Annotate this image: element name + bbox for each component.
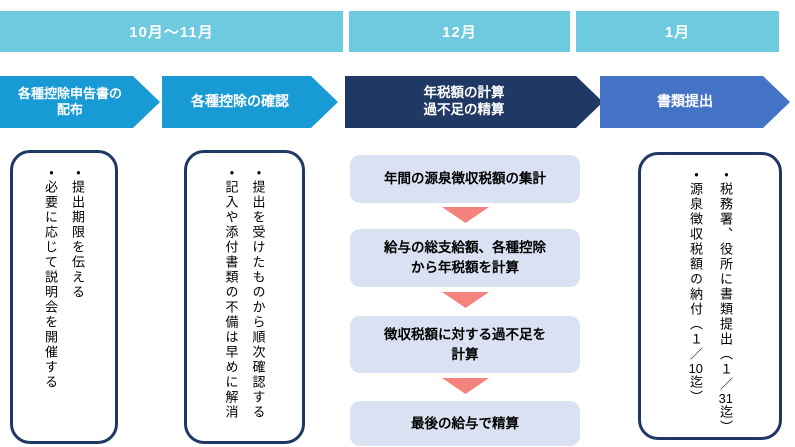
- process-step-calculate-over-under: 徴収税額に対する過不足を 計算: [350, 316, 580, 373]
- note-line: ・提出を受けたものから順次確認する: [250, 165, 266, 420]
- down-arrow-icon: [442, 378, 489, 394]
- step-arrow-document-submission: 書類提出: [600, 76, 790, 128]
- note-line-number: 10: [688, 362, 703, 375]
- process-step-aggregate-withholding: 年間の源泉徴収税額の集計: [350, 155, 580, 203]
- note-line-text: ・税務署、役所に書類提出（１／: [718, 167, 733, 392]
- note-text: ・提出期限を伝える ・必要に応じて説明会を開催する: [37, 165, 91, 441]
- note-text: ・提出を受けたものから順次確認する ・記入や添付書類の不備は早めに解消: [218, 165, 272, 441]
- note-line-number: 31: [718, 392, 733, 405]
- step-arrow-tax-calculation: 年税額の計算 過不足の精算: [345, 76, 603, 128]
- note-line-text: ・源泉徴収税額の納付（１／: [688, 167, 703, 362]
- note-text: ・税務署、役所に書類提出（１／31迄） ・源泉徴収税額の納付（１／10迄）: [680, 167, 740, 437]
- down-arrow-icon: [442, 292, 489, 308]
- down-arrow-icon: [442, 207, 489, 223]
- process-step-calculate-annual-tax: 給与の総支給額、各種控除 から年税額を計算: [350, 229, 580, 287]
- note-line: ・提出期限を伝える: [70, 165, 85, 300]
- step-arrow-deduction-confirmation: 各種控除の確認: [162, 76, 338, 128]
- timeline-header-jan: 1月: [576, 11, 779, 52]
- note-box-confirmation: ・提出を受けたものから順次確認する ・記入や添付書類の不備は早めに解消: [184, 150, 305, 444]
- note-box-distribution: ・提出期限を伝える ・必要に応じて説明会を開催する: [10, 150, 118, 444]
- process-step-settle-final-salary: 最後の給与で精算: [350, 401, 580, 446]
- note-line-text: 迄）: [718, 405, 733, 435]
- note-line: ・必要に応じて説明会を開催する: [43, 165, 58, 390]
- step-arrow-deduction-forms-distribution: 各種控除申告書の 配布: [0, 76, 160, 128]
- note-box-submission: ・税務署、役所に書類提出（１／31迄） ・源泉徴収税額の納付（１／10迄）: [638, 152, 782, 440]
- timeline-header-dec: 12月: [349, 11, 570, 52]
- note-line: ・税務署、役所に書類提出（１／31迄）: [710, 167, 740, 437]
- note-line: ・記入や添付書類の不備は早めに解消: [223, 165, 239, 420]
- timeline-header-oct-nov: 10月～11月: [0, 11, 343, 52]
- note-line-text: 迄）: [688, 375, 703, 405]
- note-line: ・源泉徴収税額の納付（１／10迄）: [680, 167, 710, 437]
